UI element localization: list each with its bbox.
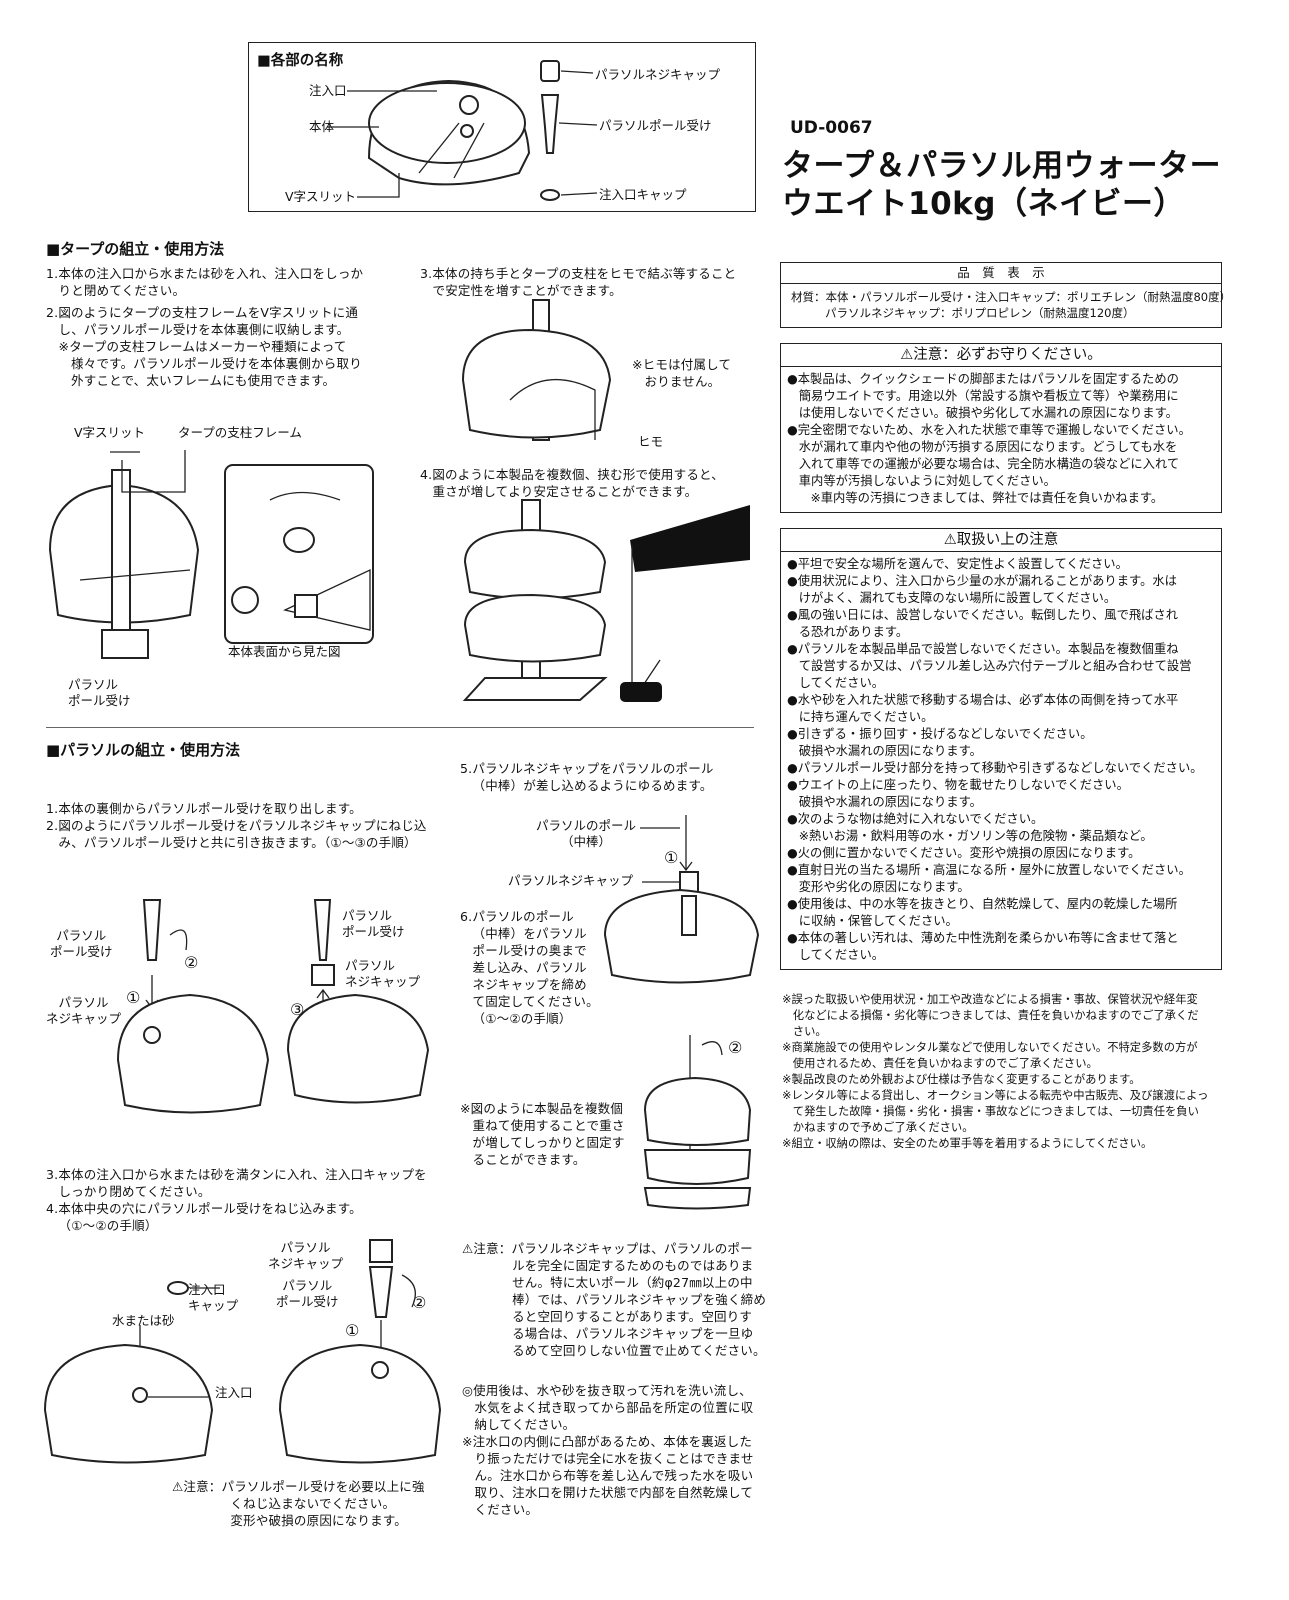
parasol-after-use: ◎使用後は、水や砂を抜き取って汚れを洗い流し、 水気をよく拭き取ってから部品を所… <box>462 1383 754 1517</box>
circle-2-c: ② <box>728 1038 743 1057</box>
label-parasol-pole: パラソルのポール （中棒） <box>536 818 637 849</box>
section-divider <box>46 727 754 728</box>
label-inlet-cap: 注入口キャップ <box>599 187 687 202</box>
tarp-step3: 3.本体の持ち手とタープの支柱をヒモで結ぶ等すること で安定性を増すことができま… <box>420 266 737 298</box>
label-screw-cap4: パラソルネジキャップ <box>508 873 634 888</box>
quality-line1: 材質：本体・パラソルポール受け・注入口キャップ：ポリエチレン（耐熱温度80度） <box>791 290 1232 304</box>
quality-box: 品 質 表 示 材質：本体・パラソルポール受け・注入口キャップ：ポリエチレン（耐… <box>780 262 1231 328</box>
label-body: 本体 <box>309 119 335 134</box>
handling-box: ⚠取扱い上の注意 ●平坦で安全な場所を選んで、安定性よく設置してください。 ●使… <box>780 528 1222 970</box>
disclaimer: ※誤った取扱いや使用状況・加工や改造などによる損害・事故、保管状況や経年変 化な… <box>782 993 1209 1150</box>
label-parasol-pole-holder2: パラソル ポール受け <box>342 908 405 939</box>
parasol-step3-4: 3.本体の注入口から水または砂を満タンに入れ、注入口キャップを しっかり閉めてく… <box>46 1167 427 1233</box>
product-title-line1: タープ＆パラソル用ウォーター <box>782 148 1222 184</box>
parasol-step6: 6.パラソルのポール （中棒）をパラソル ポール受けの奥まで 差し込み、パラソル… <box>460 909 599 1026</box>
product-code: UD-0067 <box>790 118 873 138</box>
parasol-stack-illustration <box>643 1035 752 1210</box>
parasol-step1-2: 1.本体の裏側からパラソルポール受けを取り出します。 2.図のようにパラソルポー… <box>46 801 427 850</box>
circle-2-a: ② <box>184 953 199 972</box>
label-inlet: 注入口 <box>309 83 347 98</box>
tarp-note-string: ※ヒモは付属して おりません。 <box>632 357 732 389</box>
parts-name-box: ■各部の名称 注入口 本体 V字スリット パラソルネジキャップ パラソルポール受… <box>248 42 756 212</box>
tarp-step2: 2.図のようにタープの支柱フレームをV字スリットに通 し、パラソルポール受けを本… <box>46 305 362 388</box>
quality-line2: パラソルネジキャップ：ポリプロピレン（耐熱温度120度） <box>825 306 1135 320</box>
parasol-caution-bottom: ⚠注意：パラソルポール受けを必要以上に強 くねじ込まないでください。 変形や破損… <box>172 1479 425 1528</box>
circle-1-b: ① <box>345 1321 360 1340</box>
circle-2-b: ② <box>412 1293 427 1312</box>
parasol-heading: ■パラソルの組立・使用方法 <box>46 741 241 759</box>
label-screw-cap: パラソルネジキャップ <box>595 67 721 82</box>
tarp-heading: ■タープの組立・使用方法 <box>46 240 225 258</box>
tarp-step1: 1.本体の注入口から水または砂を入れ、注入口をしっか りと閉めてください。 <box>46 266 364 298</box>
label-tarp-surface: 本体表面から見た図 <box>228 644 341 659</box>
handling-title: ⚠取扱い上の注意 <box>781 529 1221 552</box>
caution-box: ⚠注意：必ずお守りください。 ●本製品は、クイックシェードの脚部またはパラソルを… <box>780 343 1222 513</box>
circle-1-c: ① <box>664 848 679 867</box>
label-inlet-cap-b: 注入口 キャップ <box>188 1282 239 1313</box>
tarp-slit-illustration <box>48 450 374 659</box>
parasol-step5: 5.パラソルネジキャップをパラソルのポール （中棒）が差し込めるようにゆるめます… <box>460 761 714 793</box>
circle-1-a: ① <box>126 988 141 1007</box>
label-pole-holder: パラソルポール受け <box>599 118 712 133</box>
parasol-caution-screw: ⚠注意：パラソルネジキャップは、パラソルのポー ルを完全に固定するためのものでは… <box>462 1241 767 1358</box>
parasol-remove-illustration <box>116 899 430 1114</box>
label-inlet-b: 注入口 <box>215 1385 253 1400</box>
tarp-tie-illustration <box>461 299 612 441</box>
parts-box-title: ■各部の名称 <box>257 53 344 69</box>
quality-title: 品 質 表 示 <box>781 263 1221 284</box>
label-parasol-screw-cap2: パラソル ネジキャップ <box>345 958 421 989</box>
label-tarp-v-slit: V字スリット <box>74 425 146 440</box>
caution-body: ●本製品は、クイックシェードの脚部またはパラソルを固定するための 簡易ウエイトで… <box>787 372 1191 505</box>
parasol-loosen-illustration <box>603 815 760 984</box>
label-water-sand: 水または砂 <box>112 1313 175 1328</box>
product-title-line2: ウエイト10kg（ネイビー） <box>782 186 1185 222</box>
label-parasol-pole-holder: パラソル ポール受け <box>50 928 113 959</box>
label-parasol-screw-cap: パラソル ネジキャップ <box>46 995 122 1026</box>
tarp-step4: 4.図のように本製品を複数個、挟む形で使用すると、 重さが増してより安定させるこ… <box>420 467 724 499</box>
parasol-note-stack: ※図のように本製品を複数個 重ねて使用することで重さ が増してしっかりと固定す … <box>460 1101 625 1167</box>
parasol-fill-illustration <box>43 1239 442 1464</box>
label-tarp-frame: タープの支柱フレーム <box>178 425 302 440</box>
label-screw-cap3: パラソル ネジキャップ <box>268 1240 344 1271</box>
caution-title: ⚠注意：必ずお守りください。 <box>781 344 1221 367</box>
label-string: ヒモ <box>638 434 664 449</box>
label-v-slit: V字スリット <box>285 189 357 204</box>
label-tarp-pole-holder: パラソル ポール受け <box>68 677 131 708</box>
tarp-stack-illustration <box>462 499 750 702</box>
parts-illustration <box>327 60 598 201</box>
label-pole-holder3: パラソル ポール受け <box>276 1278 339 1309</box>
handling-body: ●平坦で安全な場所を選んで、安定性よく設置してください。 ●使用状況により、注入… <box>787 557 1203 962</box>
